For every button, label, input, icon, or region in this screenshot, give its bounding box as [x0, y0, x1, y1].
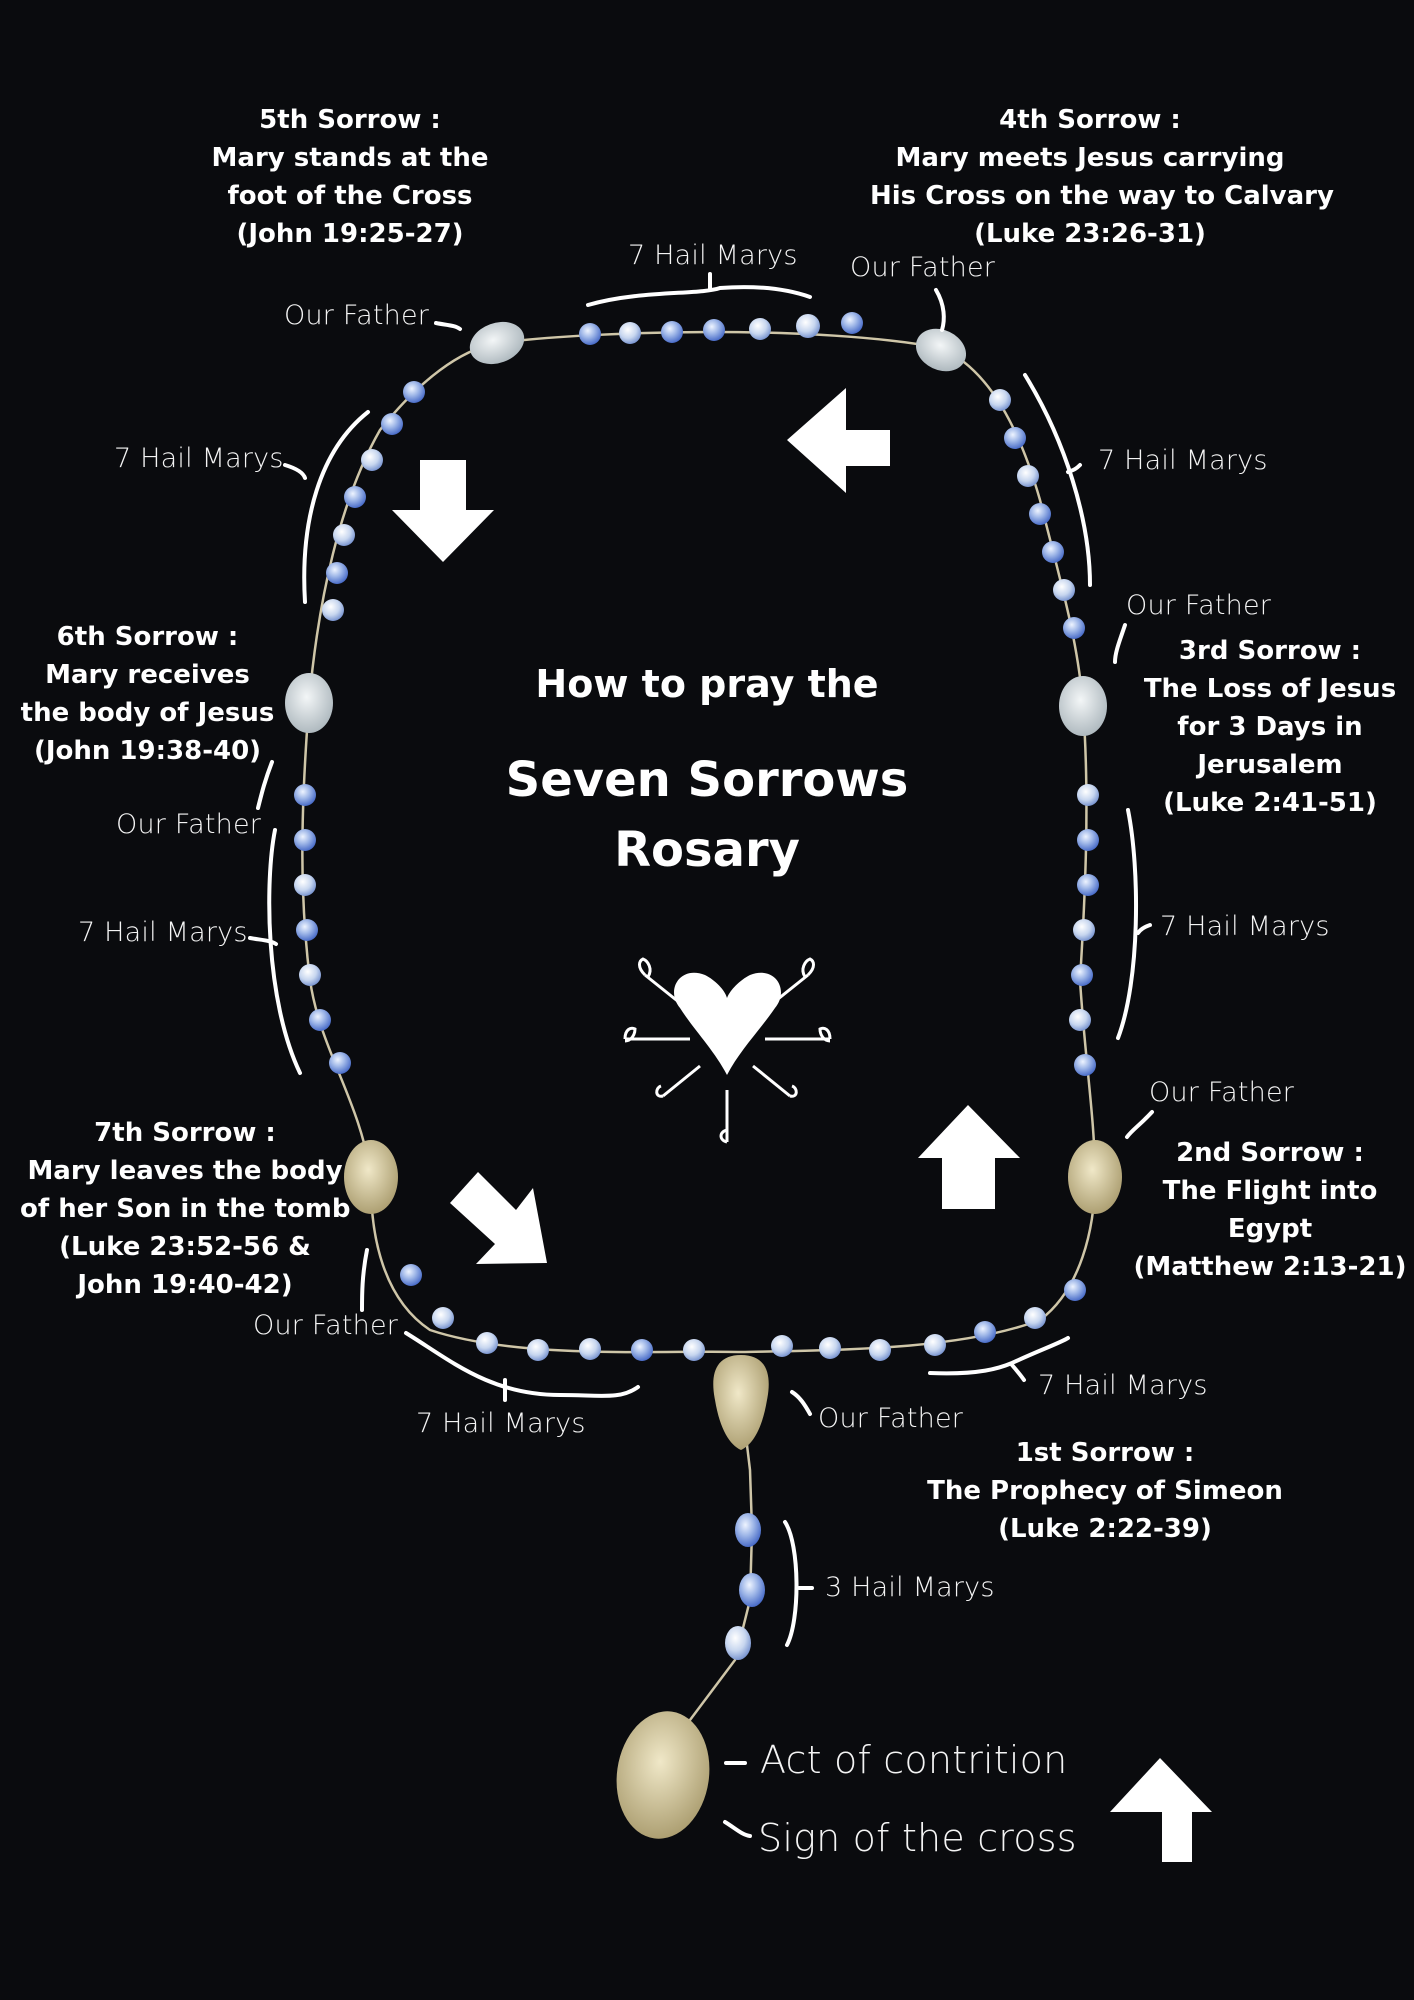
heart-pierced-by-seven-swords-icon — [623, 957, 832, 1144]
sorrow-heading: 2nd Sorrow : — [1176, 1138, 1364, 1168]
label-our-father-top-right: Our Father — [850, 252, 996, 283]
beads-top — [579, 312, 863, 345]
arrow-down-right-icon — [450, 1172, 547, 1264]
sorrow-heading: 6th Sorrow : — [56, 622, 239, 652]
beads-upper-left — [322, 381, 425, 621]
label-our-father-lower-left: Our Father — [253, 1310, 399, 1341]
label-three-hail-marys: 3 Hail Marys — [825, 1572, 995, 1603]
beads-bottom-left — [400, 1264, 705, 1361]
beads-bottom-right — [771, 1279, 1086, 1361]
medal-our-father-top-left — [469, 321, 525, 365]
arrow-down-icon — [392, 460, 494, 562]
medal-our-father-lower-right — [1068, 1140, 1122, 1214]
title-line-2: Seven Sorrows — [505, 752, 909, 808]
sorrow-heading: 7th Sorrow : — [94, 1118, 276, 1148]
title-line-3: Rosary — [614, 822, 800, 878]
label-hail-marys-upper-right: 7 Hail Marys — [1098, 445, 1268, 476]
arrow-left-icon — [787, 388, 890, 493]
sorrow-heading: 4th Sorrow : — [999, 105, 1181, 135]
label-hail-marys-bottom-right: 7 Hail Marys — [1038, 1370, 1208, 1401]
pendant-medal — [616, 1711, 710, 1839]
beads-lower-left — [294, 784, 351, 1074]
label-our-father-top-left: Our Father — [284, 300, 430, 331]
label-hail-marys-top: 7 Hail Marys — [628, 240, 798, 271]
beads-drop — [725, 1513, 765, 1660]
sorrow-1: 1st Sorrow : The Prophecy of Simeon(Luke… — [925, 1434, 1285, 1548]
label-our-father-left: Our Father — [116, 809, 262, 840]
medal-our-father-top-right — [915, 328, 967, 372]
medal-our-father-left — [285, 673, 333, 733]
label-hail-marys-lower-left: 7 Hail Marys — [78, 917, 248, 948]
label-hail-marys-lower-right: 7 Hail Marys — [1160, 911, 1330, 942]
medal-our-father-right — [1059, 676, 1107, 736]
beads-upper-right — [989, 389, 1085, 639]
label-our-father-lower-right: Our Father — [1149, 1077, 1295, 1108]
annotation-strokes — [248, 272, 1154, 1838]
medal-our-father-lower-left — [344, 1140, 398, 1214]
beads-lower-right — [1069, 784, 1099, 1076]
label-our-father-center: Our Father — [818, 1403, 964, 1434]
centerpiece-medal — [713, 1355, 769, 1450]
label-sign-of-the-cross: Sign of the cross — [758, 1816, 1077, 1860]
sorrow-heading: 1st Sorrow : — [1015, 1438, 1195, 1468]
sorrow-heading: 5th Sorrow : — [259, 105, 441, 135]
label-act-of-contrition: Act of contrition — [760, 1738, 1068, 1782]
sorrow-heading: 3rd Sorrow : — [1178, 636, 1362, 666]
label-hail-marys-bottom-left: 7 Hail Marys — [416, 1408, 586, 1439]
title-line-1: How to pray the — [535, 662, 879, 706]
arrow-up-icon-bottom — [1110, 1758, 1212, 1862]
arrow-up-icon — [918, 1105, 1020, 1209]
label-hail-marys-upper-left: 7 Hail Marys — [114, 443, 284, 474]
label-our-father-right: Our Father — [1126, 590, 1272, 621]
